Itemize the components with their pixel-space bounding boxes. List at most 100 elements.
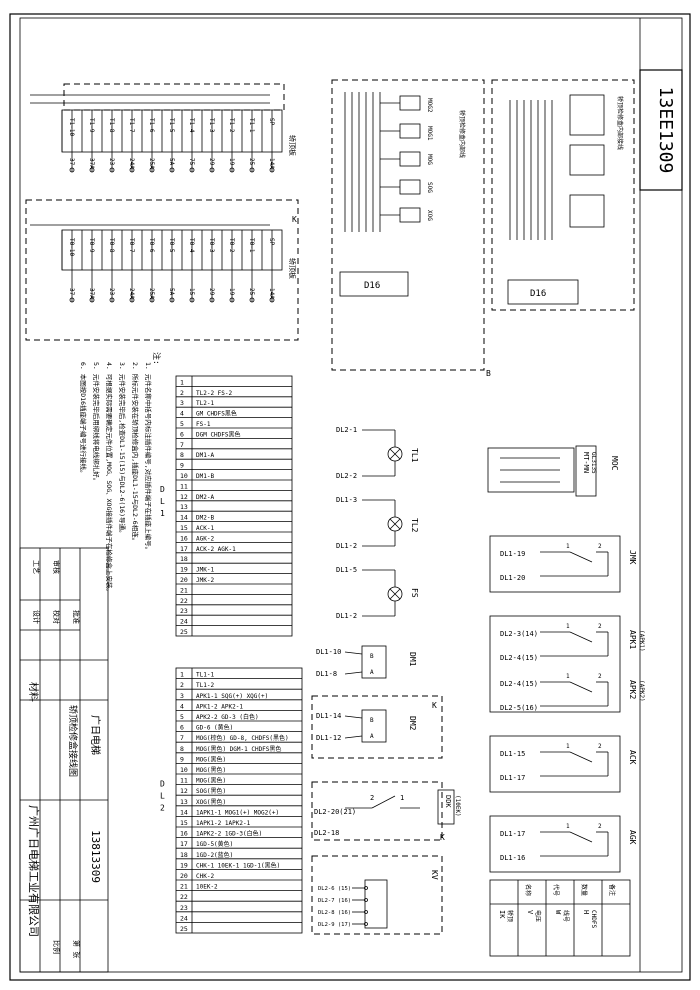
switch-frame	[489, 615, 621, 713]
switch-pin: 1	[566, 743, 570, 750]
row-text: 1APK1-2 1APK2-1	[196, 820, 251, 827]
terminal-id: T0-4	[188, 238, 195, 253]
switch-pin: 1	[566, 543, 570, 550]
row-text: 1GD-2(蓝色)	[196, 851, 233, 859]
harness-left-connector: D16	[364, 281, 380, 291]
moc-name: MOC	[610, 456, 619, 471]
row-number: 4	[180, 702, 184, 710]
notes-heading: 注:	[152, 352, 162, 365]
switch-a: DL1-19	[500, 550, 525, 558]
terminal-number: 25	[248, 288, 255, 296]
switch-b: DL1-20	[500, 574, 525, 582]
k-mark: K	[292, 215, 297, 224]
terminal-number: 5A	[168, 158, 175, 166]
row-number: 10	[180, 766, 188, 774]
row-number: 12	[180, 493, 188, 501]
door-switch-b: B	[370, 653, 374, 660]
row-number: 1	[180, 378, 184, 386]
harness-switch	[399, 179, 421, 195]
terminal-number: 37A	[88, 158, 95, 169]
switch-name: ACK	[628, 750, 637, 765]
door-switch-wire	[344, 651, 363, 655]
legend-code: W	[554, 910, 562, 915]
ddk-sub: (10EK)	[454, 795, 461, 817]
sheet-label: 第 张	[72, 940, 81, 958]
terminal-number: 37	[68, 158, 75, 166]
switch-name: AGK	[628, 830, 637, 845]
row-number: 8	[180, 451, 184, 459]
row-number: 3	[180, 692, 184, 700]
row-number: 18	[180, 851, 188, 859]
lamp-out: DL1-2	[336, 612, 357, 620]
scale-label: 比例	[52, 940, 61, 954]
unit-name: 广日电梯	[89, 715, 102, 755]
drawing-number: 13EE1309	[655, 87, 676, 174]
row-number: 2	[180, 681, 184, 689]
row-text: JMK-2	[196, 577, 214, 584]
legend-header: 名称	[524, 884, 532, 896]
svg-text:1: 1	[400, 794, 404, 802]
terminal-id: T0-10	[68, 238, 75, 256]
switch-pin: 2	[598, 823, 602, 830]
harness-switch	[399, 95, 421, 111]
row-text: CHK-2	[196, 873, 214, 880]
lamp-cross	[389, 588, 401, 600]
ddk-switch: 2 1 DL2-20(21) DL2-18 DDK (10EK) K	[311, 781, 461, 842]
harness-label: MOG2	[426, 98, 433, 113]
terminal-id: T1-3	[208, 118, 215, 133]
door-switch-wire	[344, 735, 363, 739]
terminal-id: T1-10	[68, 118, 75, 136]
row-number: 22	[180, 597, 188, 605]
row-number: 23	[180, 607, 188, 615]
lamp-name: TL1	[410, 448, 419, 463]
material-label: 材料	[27, 682, 40, 702]
harness-label: MOG1	[426, 126, 433, 141]
legend-header: 备注	[608, 884, 616, 896]
row-text: APK1-2 APK2-1	[196, 703, 243, 710]
terminal-id: T0-8	[108, 238, 115, 253]
terminal-id: T0-5	[168, 238, 175, 253]
switch-frame	[489, 535, 621, 593]
switch-contact	[569, 681, 593, 693]
terminal-number: 14A	[268, 158, 275, 169]
door-switch-wire-a: DL1-14	[316, 712, 341, 720]
row-text: APK1-1 SQG(+) XQG(+)	[196, 693, 268, 700]
terminal-id: T0-1	[248, 238, 255, 253]
terminal-number: 5A	[168, 288, 175, 296]
table-side-label: D	[160, 485, 165, 494]
kv-pin	[364, 886, 368, 890]
harness-left-title: 轿顶检修盒内部线	[458, 110, 466, 158]
table-frame	[175, 667, 303, 934]
row-text: MOG(棕色) GD-8, CHDFS(黑色)	[196, 734, 289, 742]
harness-right-connector: D16	[530, 289, 546, 299]
terminal-id: T0-7	[128, 238, 135, 253]
moc-model: MT-MN	[582, 452, 590, 473]
legend-desc: 轿顶	[506, 910, 514, 922]
lamp-in: DL1-5	[336, 566, 357, 574]
switch-sub: (APK1)	[638, 630, 645, 652]
legend-code: IK	[498, 910, 506, 919]
role-3: 工艺	[32, 560, 40, 574]
row-number: 9	[180, 462, 184, 470]
inner-border	[19, 17, 683, 973]
row-number: 6	[180, 430, 184, 438]
terminal-id: T0-9	[88, 238, 95, 253]
table-side-label: D	[160, 780, 165, 789]
legend-frame	[489, 879, 631, 957]
row-number: 13	[180, 503, 188, 511]
row-text: FS-1	[196, 421, 211, 428]
door-switch-b: B	[370, 717, 374, 724]
note-line: 1. 元件名称中括号内标注插件编号,对应插件端子在插座上编号。	[144, 362, 153, 553]
lamp-name: TL2	[410, 518, 419, 533]
legend-desc: 电压	[534, 910, 542, 922]
row-number: 14	[180, 808, 188, 816]
legend-code: V	[526, 910, 534, 915]
lamp-out: DL2-2	[336, 472, 357, 480]
row-number: 12	[180, 787, 188, 795]
row-number: 11	[180, 777, 188, 785]
ddk-name: DDK	[444, 795, 452, 808]
